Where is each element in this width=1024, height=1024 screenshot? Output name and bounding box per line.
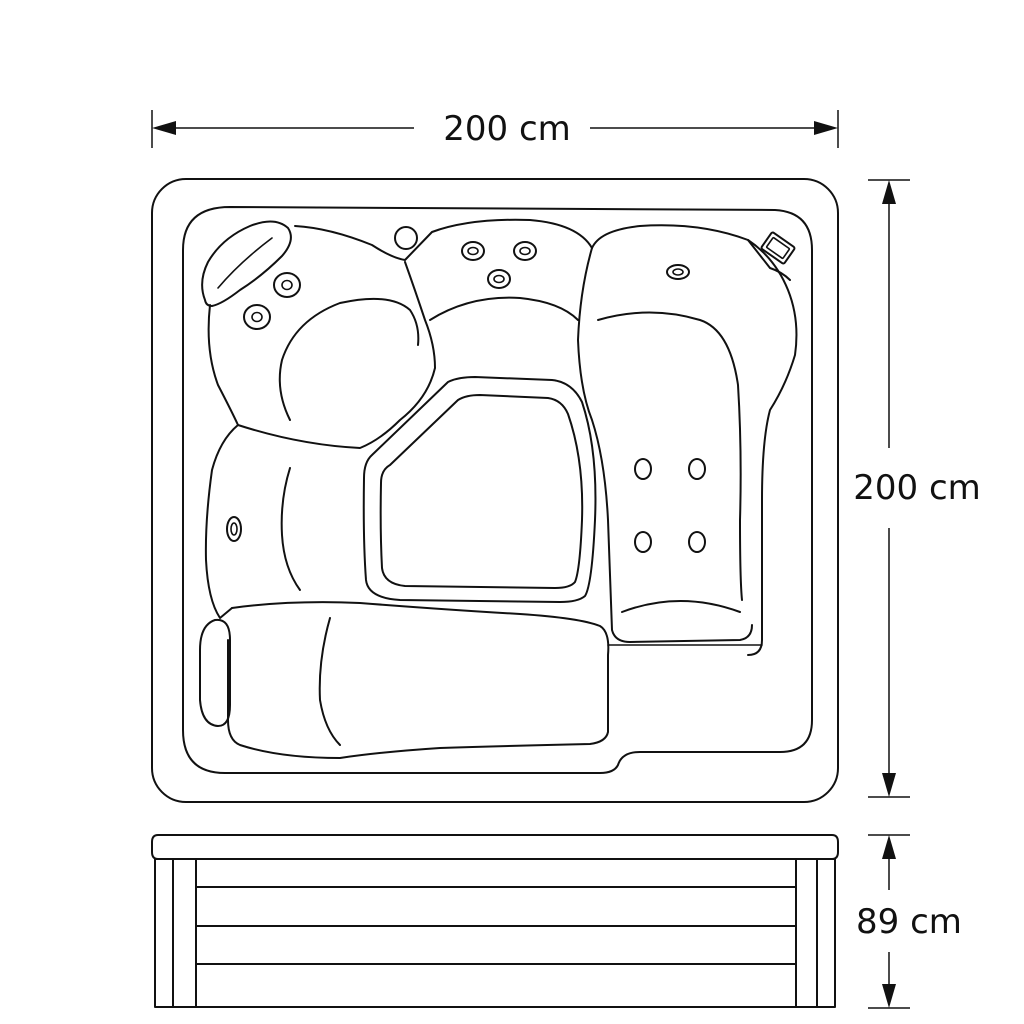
bench-pillow [199, 618, 231, 727]
height-arrow-bottom [882, 984, 896, 1008]
headrest-pillow-inner [217, 237, 273, 289]
height-label: 89 cm [856, 902, 962, 942]
bench-bottom-outer [227, 601, 610, 759]
footwell-inner [379, 394, 584, 589]
height-arrow-top [882, 835, 896, 859]
jet-icon [688, 531, 706, 553]
footwell-outer [362, 376, 597, 603]
length-arrow-top [882, 180, 896, 204]
width-dimension: 200 cm [151, 109, 839, 149]
seat-left-upper-cushion [278, 297, 420, 421]
lounger-right-foot [621, 600, 741, 613]
jet-icon [688, 458, 706, 480]
side-view-cabinet [154, 858, 836, 1008]
width-arrow-right [814, 121, 838, 135]
seat-center-top [429, 296, 579, 321]
jet-icon [243, 304, 271, 330]
width-arrow-left [152, 121, 176, 135]
drain-icon [394, 226, 418, 250]
seat-left-upper [237, 261, 436, 449]
width-label: 200 cm [443, 109, 571, 149]
right-corner-ledge [747, 239, 791, 281]
length-dimension: 200 cm [853, 179, 981, 798]
jet-icon [461, 241, 485, 261]
jet-icon [487, 269, 511, 289]
corner-seat-left [204, 304, 239, 619]
jet-icon [634, 458, 652, 480]
length-label: 200 cm [853, 468, 981, 508]
control-panel-icon [760, 231, 796, 265]
tub-top-view [151, 178, 839, 803]
lounger-right-cushion [597, 311, 743, 601]
headrest-pillow [201, 220, 292, 307]
height-dimension: 89 cm [856, 834, 962, 1009]
jet-icon [634, 531, 652, 553]
length-arrow-bottom [882, 773, 896, 797]
jet-icon [666, 264, 690, 280]
tub-outer-shell [151, 178, 839, 803]
lounger-right-inner [577, 247, 753, 643]
tub-side-view [151, 834, 839, 1008]
tub-inner-rim [182, 206, 813, 774]
jet-icon [273, 272, 301, 298]
side-view-top-lip [151, 834, 839, 860]
lounger-right-outer [591, 224, 798, 656]
bench-back-curve [318, 617, 341, 746]
seat-left-lower [280, 467, 301, 591]
lounger-back-curve [294, 218, 593, 261]
jet-icon [226, 516, 242, 542]
jet-icon [513, 241, 537, 261]
